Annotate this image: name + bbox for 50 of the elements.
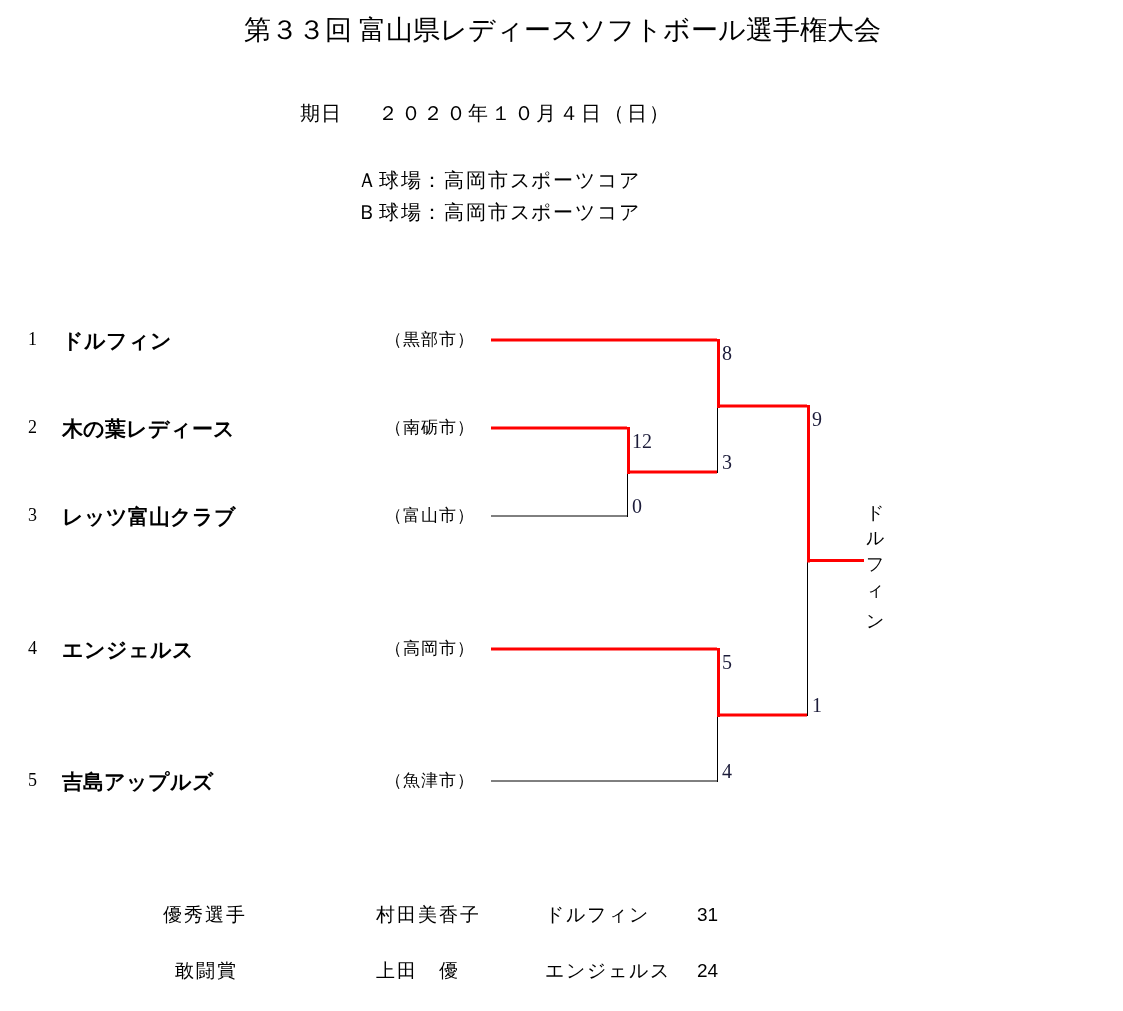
connector-line — [810, 559, 864, 562]
team-name: 木の葉レディース — [62, 416, 235, 442]
team-name: エンジェルス — [62, 637, 194, 663]
score-label: 8 — [722, 343, 732, 363]
seed-number: 5 — [28, 770, 37, 792]
score-label: 12 — [632, 431, 652, 451]
connector-line — [630, 470, 717, 474]
seed-number: 2 — [28, 417, 37, 439]
title: 第３３回 富山県レディースソフトボール選手権大会 — [244, 14, 881, 47]
connector-line — [490, 515, 628, 517]
team-city: （高岡市） — [385, 639, 475, 660]
player-number: 24 — [697, 960, 719, 983]
seed-number: 4 — [28, 638, 37, 660]
team-name: ドルフィン — [545, 904, 650, 927]
player-number: 31 — [697, 904, 719, 927]
award-name: 敢闘賞 — [175, 960, 238, 983]
team-city: （南砺市） — [385, 418, 475, 439]
team-city: （魚津市） — [385, 771, 475, 792]
venue-text: Ａ球場：高岡市スポーツコア — [357, 168, 641, 192]
score-label: 9 — [812, 409, 822, 429]
score-label: 0 — [632, 496, 642, 516]
match-bracket-line — [717, 647, 720, 783]
score-label: 4 — [722, 761, 732, 781]
seed-number: 1 — [28, 329, 37, 351]
date-heading: 期日 — [300, 101, 342, 125]
match-bracket-line — [717, 338, 720, 474]
team-name: レッツ富山クラブ — [62, 504, 236, 530]
connector-line — [491, 338, 717, 342]
team-city: （黒部市） — [385, 330, 475, 351]
match-bracket-line — [807, 404, 810, 717]
connector-line — [720, 404, 807, 408]
seed-number: 3 — [28, 505, 37, 527]
venue-text: Ｂ球場：高岡市スポーツコア — [357, 200, 641, 224]
score-label: 5 — [722, 652, 732, 672]
team-name: ドルフィン — [62, 328, 172, 354]
team-name: エンジェルス — [545, 960, 671, 983]
team-name: 吉島アップルズ — [62, 769, 214, 795]
team-city: （富山市） — [385, 506, 475, 527]
match-bracket-line — [627, 426, 630, 518]
player-name: 上田 優 — [376, 960, 460, 983]
score-label: 1 — [812, 695, 822, 715]
connector-line — [490, 780, 718, 782]
winner-name: ドルフィン — [864, 492, 886, 629]
connector-line — [491, 647, 717, 651]
date-text: ２０２０年１０月４日（日） — [378, 101, 672, 125]
award-name: 優秀選手 — [163, 904, 247, 927]
connector-line — [491, 426, 627, 430]
player-name: 村田美香子 — [376, 904, 481, 927]
score-label: 3 — [722, 452, 732, 472]
connector-line — [720, 713, 807, 717]
